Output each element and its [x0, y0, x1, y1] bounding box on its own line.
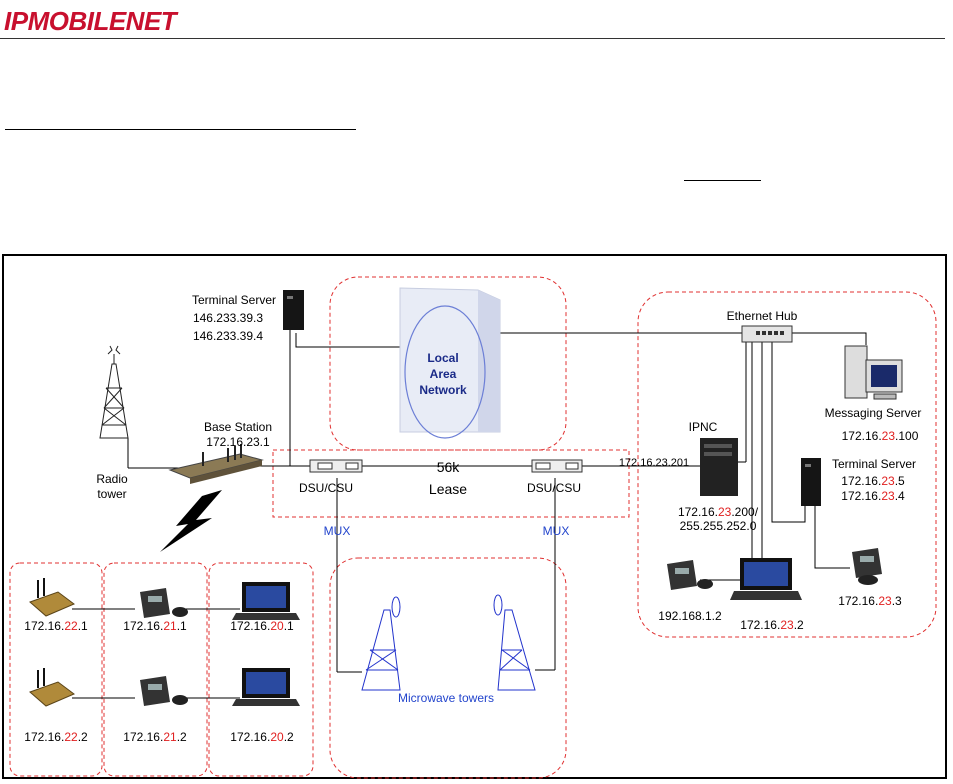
leased-line-region [272, 449, 630, 518]
terminal-server-right-ip2: 172.16.23.4 [841, 489, 905, 503]
microwave-region [329, 557, 567, 779]
base-station-icon [168, 444, 264, 484]
radio-tower-label-1: Radio [96, 472, 128, 486]
dsu-right-label: DSU/CSU [527, 481, 581, 495]
microwave-tower-right-icon [493, 594, 536, 691]
radio-ip-21-2: 172.16.21.2 [123, 730, 187, 744]
modem-ip-22-1: 172.16.22.1 [24, 619, 88, 633]
radio-icon [667, 560, 713, 590]
ethernet-hub-label: Ethernet Hub [727, 309, 798, 323]
dsu-right-icon [531, 459, 583, 473]
lan-label-2: Area [430, 367, 457, 381]
microwave-tower-left-icon [361, 596, 401, 691]
lan-label-1: Local [427, 351, 458, 365]
ipnc-wan-ip: 172.16.23.201 [619, 457, 689, 469]
lan-label-3: Network [419, 383, 467, 397]
link-underline [684, 180, 761, 181]
terminal-server-left-icon [283, 290, 304, 330]
messaging-server-label: Messaging Server [825, 406, 922, 420]
terminal-server-right-label: Terminal Server [832, 457, 916, 471]
terminal-server-left-ip2: 146.233.39.4 [193, 329, 263, 343]
microwave-label: Microwave towers [398, 691, 494, 705]
mux-left-label: MUX [324, 524, 351, 538]
control-center-region [637, 291, 937, 638]
terminal-server-left-label: Terminal Server [192, 293, 276, 307]
base-station-ip: 172.16.23.1 [206, 435, 270, 449]
lease-label-1: 56k [437, 459, 461, 475]
ethernet-hub-icon [741, 325, 793, 343]
wireless-link-icon [160, 490, 222, 552]
radio-icon [140, 676, 188, 706]
mux-right-label: MUX [543, 524, 570, 538]
ipnc-lan-ip: 172.16.23.200/ [678, 505, 759, 519]
dsu-left-label: DSU/CSU [299, 481, 353, 495]
laptop-ip-20-1: 172.16.20.1 [230, 619, 294, 633]
lease-label-2: Lease [429, 481, 467, 497]
radio-icon [140, 588, 188, 618]
messaging-server-icon [844, 345, 903, 400]
radio-icon [852, 548, 882, 585]
base-station-label: Base Station [204, 420, 272, 434]
lan-building-icon [399, 287, 501, 439]
modem-icon [29, 578, 75, 617]
diagram-frame [2, 254, 947, 779]
modem-ip-22-2: 172.16.22.2 [24, 730, 88, 744]
modem-icon [29, 668, 75, 707]
ipnc-netmask: 255.255.252.0 [680, 519, 757, 533]
lan-region [329, 276, 567, 451]
laptop-ip-23-2: 172.16.23.2 [740, 618, 804, 632]
company-logo: IPMOBILENET [4, 6, 177, 36]
radio-ip-21-1: 172.16.21.1 [123, 619, 187, 633]
modem-region [9, 562, 103, 777]
header-rule [0, 38, 945, 39]
terminal-server-left-ip1: 146.233.39.3 [193, 311, 263, 325]
terminal-server-right-ip1: 172.16.23.5 [841, 474, 905, 488]
radio-tower-label-2: tower [97, 487, 126, 501]
ipnc-label: IPNC [689, 420, 718, 434]
messaging-server-ip: 172.16.23.100 [842, 429, 919, 443]
radio-ip-23-3: 172.16.23.3 [838, 594, 902, 608]
radio-tower-icon [99, 345, 129, 439]
radio-ip-192: 192.168.1.2 [658, 609, 722, 623]
terminal-server-right-icon [801, 458, 821, 506]
dsu-left-icon [309, 459, 363, 473]
laptop-ip-20-2: 172.16.20.2 [230, 730, 294, 744]
laptop-icon [232, 668, 300, 706]
laptop-region [208, 562, 314, 777]
heading-underline [5, 129, 356, 130]
ipnc-server-icon [700, 438, 738, 496]
laptop-icon [730, 558, 802, 600]
laptop-icon [232, 582, 300, 620]
